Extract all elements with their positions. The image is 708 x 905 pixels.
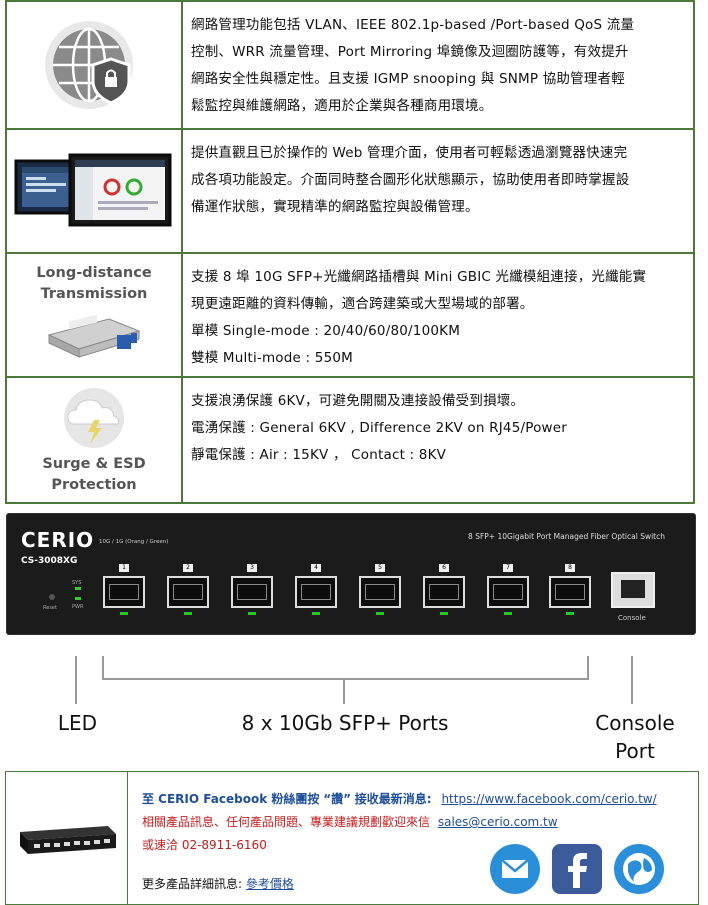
port-number: 7 <box>503 564 513 572</box>
feature-line: 成各項功能設定。介面同時整合圖形化狀態顯示，協助使用者即時掌握設 <box>191 172 630 188</box>
port-led <box>504 612 512 615</box>
feature-line: 網路管理功能包括 VLAN、IEEE 802.1p-based /Port-ba… <box>191 17 635 33</box>
sfp-port-1 <box>103 576 145 608</box>
email-link[interactable]: sales@cerio.com.tw <box>437 815 558 829</box>
port-number: 1 <box>119 564 129 572</box>
feature-line: 提供直觀且已於操作的 Web 管理介面，使用者可輕鬆透過瀏覽器快速完 <box>191 145 628 161</box>
feature-line: 支援 8 埠 10G SFP+光纖網路插槽與 Mini GBIC 光纖模組連接，… <box>191 269 647 285</box>
feature-line: 備運作狀態，實現精準的網路監控與設備管理。 <box>191 199 479 215</box>
contact-box: 至 CERIO Facebook 粉絲團按 “讚” 接收最新消息: https:… <box>5 771 699 905</box>
feature-row-management: 網路管理功能包括 VLAN、IEEE 802.1p-based /Port-ba… <box>7 2 693 130</box>
feature-line: 鬆監控與維護網路，適用於企業與各種商用環境。 <box>191 98 493 114</box>
port-number: 8 <box>565 564 575 572</box>
speed-note: 10G / 1G (Orang / Green) <box>99 539 169 545</box>
sys-label: SYS <box>72 580 82 586</box>
feature-image-surge: Surge & ESD Protection <box>7 378 183 502</box>
feature-row-surge: Surge & ESD Protection 支援浪湧保護 6KV，可避免開關及… <box>7 378 693 502</box>
lightning-cloud-icon <box>64 388 124 448</box>
facebook-link[interactable]: https://www.facebook.com/cerio.tw/ <box>441 792 657 806</box>
sfp-module-icon <box>47 314 141 358</box>
ports-bracket-bottom <box>102 678 589 680</box>
feature-line: 控制、WRR 流量管理、Port Mirroring 埠鏡像及迴圈防護等，有效提… <box>191 44 629 60</box>
contact-text: 至 CERIO Facebook 粉絲團按 “讚” 接收最新消息: https:… <box>128 772 698 904</box>
switch-title: 8 SFP+ 10Gigabit Port Managed Fiber Opti… <box>468 532 665 541</box>
feature-text-surge: 支援浪湧保護 6KV，可避免開關及連接設備受到損壞。 電湧保護 : Genera… <box>183 378 693 502</box>
port-number: 6 <box>439 564 449 572</box>
sfp-port-7 <box>487 576 529 608</box>
feature-line: 靜電保護 : Air : 15KV ， Contact : 8KV <box>191 447 447 463</box>
more-line: 更多產品詳細訊息: 參考價格 <box>142 877 294 891</box>
console-port <box>611 572 655 608</box>
ports-bracket-left <box>102 656 104 680</box>
console-callout: Console Port <box>595 711 675 763</box>
feature-image-web-ui <box>7 130 183 252</box>
port-led <box>184 612 192 615</box>
reset-label: Reset <box>43 605 57 611</box>
ports-callout-line <box>343 678 345 704</box>
sfp-port-3 <box>231 576 273 608</box>
port-number: 5 <box>375 564 385 572</box>
console-callout-line <box>631 656 633 704</box>
feature-line: 現更遠距離的資料傳輸，適合跨建築或大型場域的部署。 <box>191 296 534 312</box>
phone-line: 或速洽 02-8911-6160 <box>142 838 267 852</box>
sfp-port-5 <box>359 576 401 608</box>
facebook-line: 至 CERIO Facebook 粉絲團按 “讚” 接收最新消息: https:… <box>142 792 657 806</box>
feature-text-web-ui: 提供直觀且已於操作的 Web 管理介面，使用者可輕鬆透過瀏覽器快速完 成各項功能… <box>183 130 693 252</box>
sfp-port-4 <box>295 576 337 608</box>
facebook-icon[interactable] <box>552 844 602 894</box>
led-callout-line <box>75 656 77 704</box>
switch-thumbnail-icon <box>20 826 116 854</box>
feature-title: Long-distance Transmission <box>36 265 152 302</box>
feature-line: 單模 Single-mode : 20/40/60/80/100KM <box>191 323 461 339</box>
feature-text-fiber: 支援 8 埠 10G SFP+光纖網路插槽與 Mini GBIC 光纖模組連接，… <box>183 254 693 376</box>
switch-front-panel: CERIO CS-3008XG 10G / 1G (Orang / Green)… <box>6 513 696 635</box>
pwr-led <box>75 597 81 600</box>
port-number: 3 <box>247 564 257 572</box>
price-link[interactable]: 參考價格 <box>245 877 294 891</box>
mail-icon[interactable] <box>490 844 540 894</box>
feature-line: 雙模 Multi-mode : 550M <box>191 350 353 366</box>
port-led <box>566 612 574 615</box>
port-number: 4 <box>311 564 321 572</box>
sfp-port-6 <box>423 576 465 608</box>
port-led <box>120 612 128 615</box>
port-led <box>376 612 384 615</box>
port-led <box>440 612 448 615</box>
port-led <box>312 612 320 615</box>
reset-button[interactable] <box>49 594 55 600</box>
info-line: 相關產品訊息、任何產品問題、專業建議規劃歡迎來信 sales@cerio.com… <box>142 815 558 829</box>
feature-line: 電湧保護 : General 6KV , Difference 2KV on R… <box>191 420 568 436</box>
feature-image-management <box>7 2 183 128</box>
ports-bracket-right <box>587 656 589 680</box>
brand-logo: CERIO <box>21 528 95 552</box>
web-ui-monitors-icon <box>14 153 172 227</box>
pwr-label: PWR <box>72 604 84 610</box>
sfp-port-8 <box>549 576 591 608</box>
ports-callout: 8 x 10Gb SFP+ Ports <box>241 711 449 735</box>
port-number: 2 <box>183 564 193 572</box>
sys-led <box>75 587 81 590</box>
sfp-port-2 <box>167 576 209 608</box>
feature-row-web-ui: 提供直觀且已於操作的 Web 管理介面，使用者可輕鬆透過瀏覽器快速完 成各項功能… <box>7 130 693 254</box>
feature-table: 網路管理功能包括 VLAN、IEEE 802.1p-based /Port-ba… <box>5 0 695 504</box>
feature-image-fiber: Long-distance Transmission <box>7 254 183 376</box>
feature-title: Surge & ESD Protection <box>42 456 146 493</box>
feature-line: 支援浪湧保護 6KV，可避免開關及連接設備受到損壞。 <box>191 393 525 409</box>
feature-line: 網路安全性與穩定性。且支援 IGMP snooping 與 SNMP 協助管理者… <box>191 71 625 87</box>
feature-text-management: 網路管理功能包括 VLAN、IEEE 802.1p-based /Port-ba… <box>183 2 693 128</box>
port-led <box>248 612 256 615</box>
globe-icon[interactable] <box>614 844 664 894</box>
console-label: Console <box>618 614 646 622</box>
model-label: CS-3008XG <box>21 556 78 566</box>
feature-row-fiber: Long-distance Transmission 支援 8 埠 10G SF… <box>7 254 693 378</box>
shield-globe-icon <box>45 21 133 109</box>
product-thumbnail <box>6 772 128 904</box>
led-callout: LED <box>57 711 98 735</box>
